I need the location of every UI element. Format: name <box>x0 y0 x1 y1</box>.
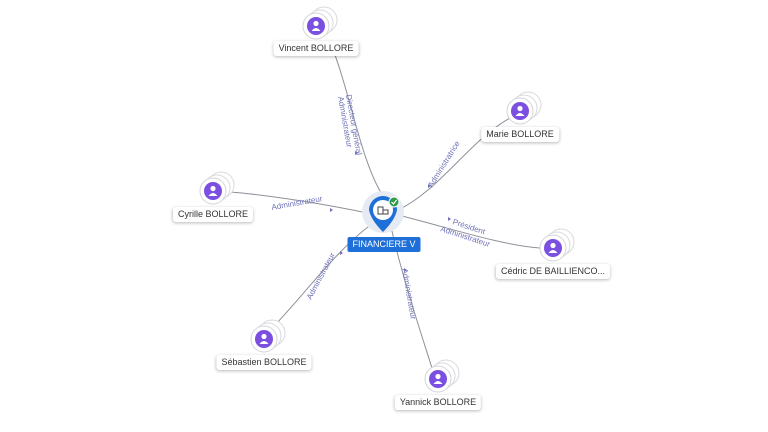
person-label-marie[interactable]: Marie BOLLORE <box>481 127 559 142</box>
company-node[interactable] <box>362 191 404 233</box>
company-icon <box>377 206 389 215</box>
role-label-cyrille-0: Administrateur <box>271 194 324 212</box>
role-label-yannick-0: Administrateur <box>400 268 418 321</box>
person-label-cedric[interactable]: Cédric DE BAILLIENCO... <box>495 264 611 279</box>
person-icon <box>255 330 273 348</box>
person-label-sebastien[interactable]: Sébastien BOLLORE <box>216 355 312 370</box>
person-icon <box>307 17 325 35</box>
role-label-marie-0: Administratrice <box>426 139 462 189</box>
role-label-sebastien-0: Administrateur <box>305 251 337 301</box>
person-icon <box>429 370 447 388</box>
edge-sebastien <box>271 221 376 329</box>
edge-arrow-vincent <box>355 151 358 155</box>
check-badge-icon <box>388 196 400 208</box>
person-label-vincent[interactable]: Vincent BOLLORE <box>273 41 359 56</box>
nodes-layer <box>199 6 575 393</box>
person-node-cedric[interactable] <box>539 228 575 262</box>
person-icon <box>204 182 222 200</box>
edge-cedric <box>397 214 541 249</box>
person-node-cyrille[interactable] <box>199 171 235 205</box>
person-node-marie[interactable] <box>506 91 542 125</box>
edge-arrow-marie <box>428 184 431 188</box>
edge-arrow-cedric <box>448 217 451 221</box>
edge-arrow-yannick <box>404 268 407 272</box>
person-node-sebastien[interactable] <box>250 319 286 353</box>
person-icon <box>511 102 529 120</box>
person-node-vincent[interactable] <box>302 6 338 40</box>
person-label-yannick[interactable]: Yannick BOLLORE <box>394 395 482 410</box>
edge-marie <box>397 117 511 211</box>
company-label[interactable]: FINANCIERE V <box>347 237 421 252</box>
edge-arrow-cyrille <box>330 208 333 212</box>
person-icon <box>544 239 562 257</box>
person-label-cyrille[interactable]: Cyrille BOLLORE <box>172 207 254 222</box>
edge-vincent <box>329 41 384 197</box>
edge-cyrille <box>229 191 373 215</box>
person-node-yannick[interactable] <box>424 359 460 393</box>
edge-arrow-sebastien <box>340 251 343 255</box>
